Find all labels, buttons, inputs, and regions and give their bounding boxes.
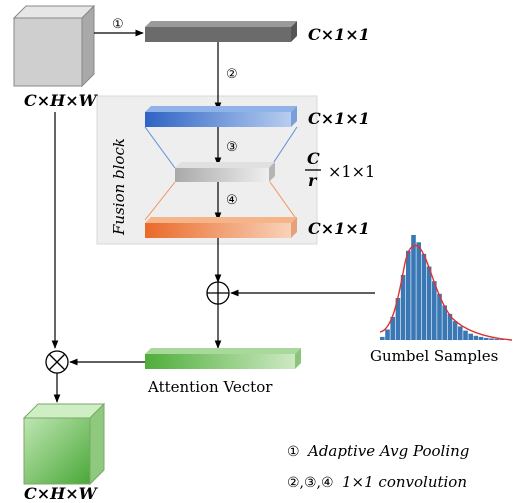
legend-steps234-text: 1×1 convolution [342,473,467,491]
fusion-top-dims-label: C×1×1 [308,109,370,128]
gumbel-histogram [380,235,505,341]
legend-steps234-marker: ②,③,④ [287,475,334,491]
fusion-link-blue-left [144,126,176,169]
histogram-bar [416,242,421,340]
histogram-bar [447,313,453,341]
histogram-bar [489,338,494,340]
fusion-bottom-dims-label: C×1×1 [308,219,370,238]
step1-marker: ① [112,17,124,32]
step4-marker: ④ [226,193,238,208]
fusion-mid-denominator: r [308,171,318,190]
histogram-bar [421,253,427,340]
gap-dims-label: C×1×1 [308,25,370,44]
histogram-bar [478,336,484,340]
fusion-top-bar [145,106,297,127]
input-dims-label: C×H×W [24,91,99,110]
histogram-bar [468,333,473,340]
histogram-bar [473,335,479,340]
fusion-mid-numerator: C [307,149,320,168]
attention-vector-label: Attention Vector [147,378,273,396]
histogram-bar [380,336,385,340]
add-operator [206,281,230,305]
gap-vector-bar [145,21,297,42]
histogram-bar [432,281,437,340]
step3-marker: ③ [226,140,238,155]
histogram-bar [463,330,468,340]
histogram-bar [385,329,390,340]
step2-marker: ② [226,67,238,82]
gumbel-fit-curve [379,244,513,341]
histogram-bar [411,235,416,340]
multiply-operator [45,350,69,374]
histogram-bar [442,305,447,340]
output-feature-cube [22,402,106,486]
histogram-bar [452,321,458,340]
fusion-mid-rest-label: ×1×1 [328,162,375,181]
attention-vector-bar [145,348,301,369]
legend-step1-text: Adaptive Avg Pooling [306,442,469,460]
histogram-bar [390,316,395,340]
fusion-link-blue-right [269,126,298,169]
histogram-bar [426,266,432,340]
gumbel-samples-label: Gumbel Samples [370,347,498,365]
histogram-bar [458,326,463,341]
output-dims-label: C×H×W [24,484,99,503]
histogram-bar [400,274,406,340]
histogram-bar [395,298,401,340]
histogram-bar [406,250,411,341]
legend-step1-marker: ① [287,444,300,460]
fusion-block-title: Fusion block [110,138,128,236]
fusion-bottom-bar [145,217,297,238]
fusion-link-orange-left [144,181,176,221]
histogram-bar [484,337,489,340]
fusion-link-orange-right [269,181,298,221]
histogram-bar [499,339,505,340]
input-feature-cube [12,4,96,88]
fusion-mid-bar [175,162,275,182]
histogram-bar [494,338,499,340]
histogram-bar [437,293,442,340]
